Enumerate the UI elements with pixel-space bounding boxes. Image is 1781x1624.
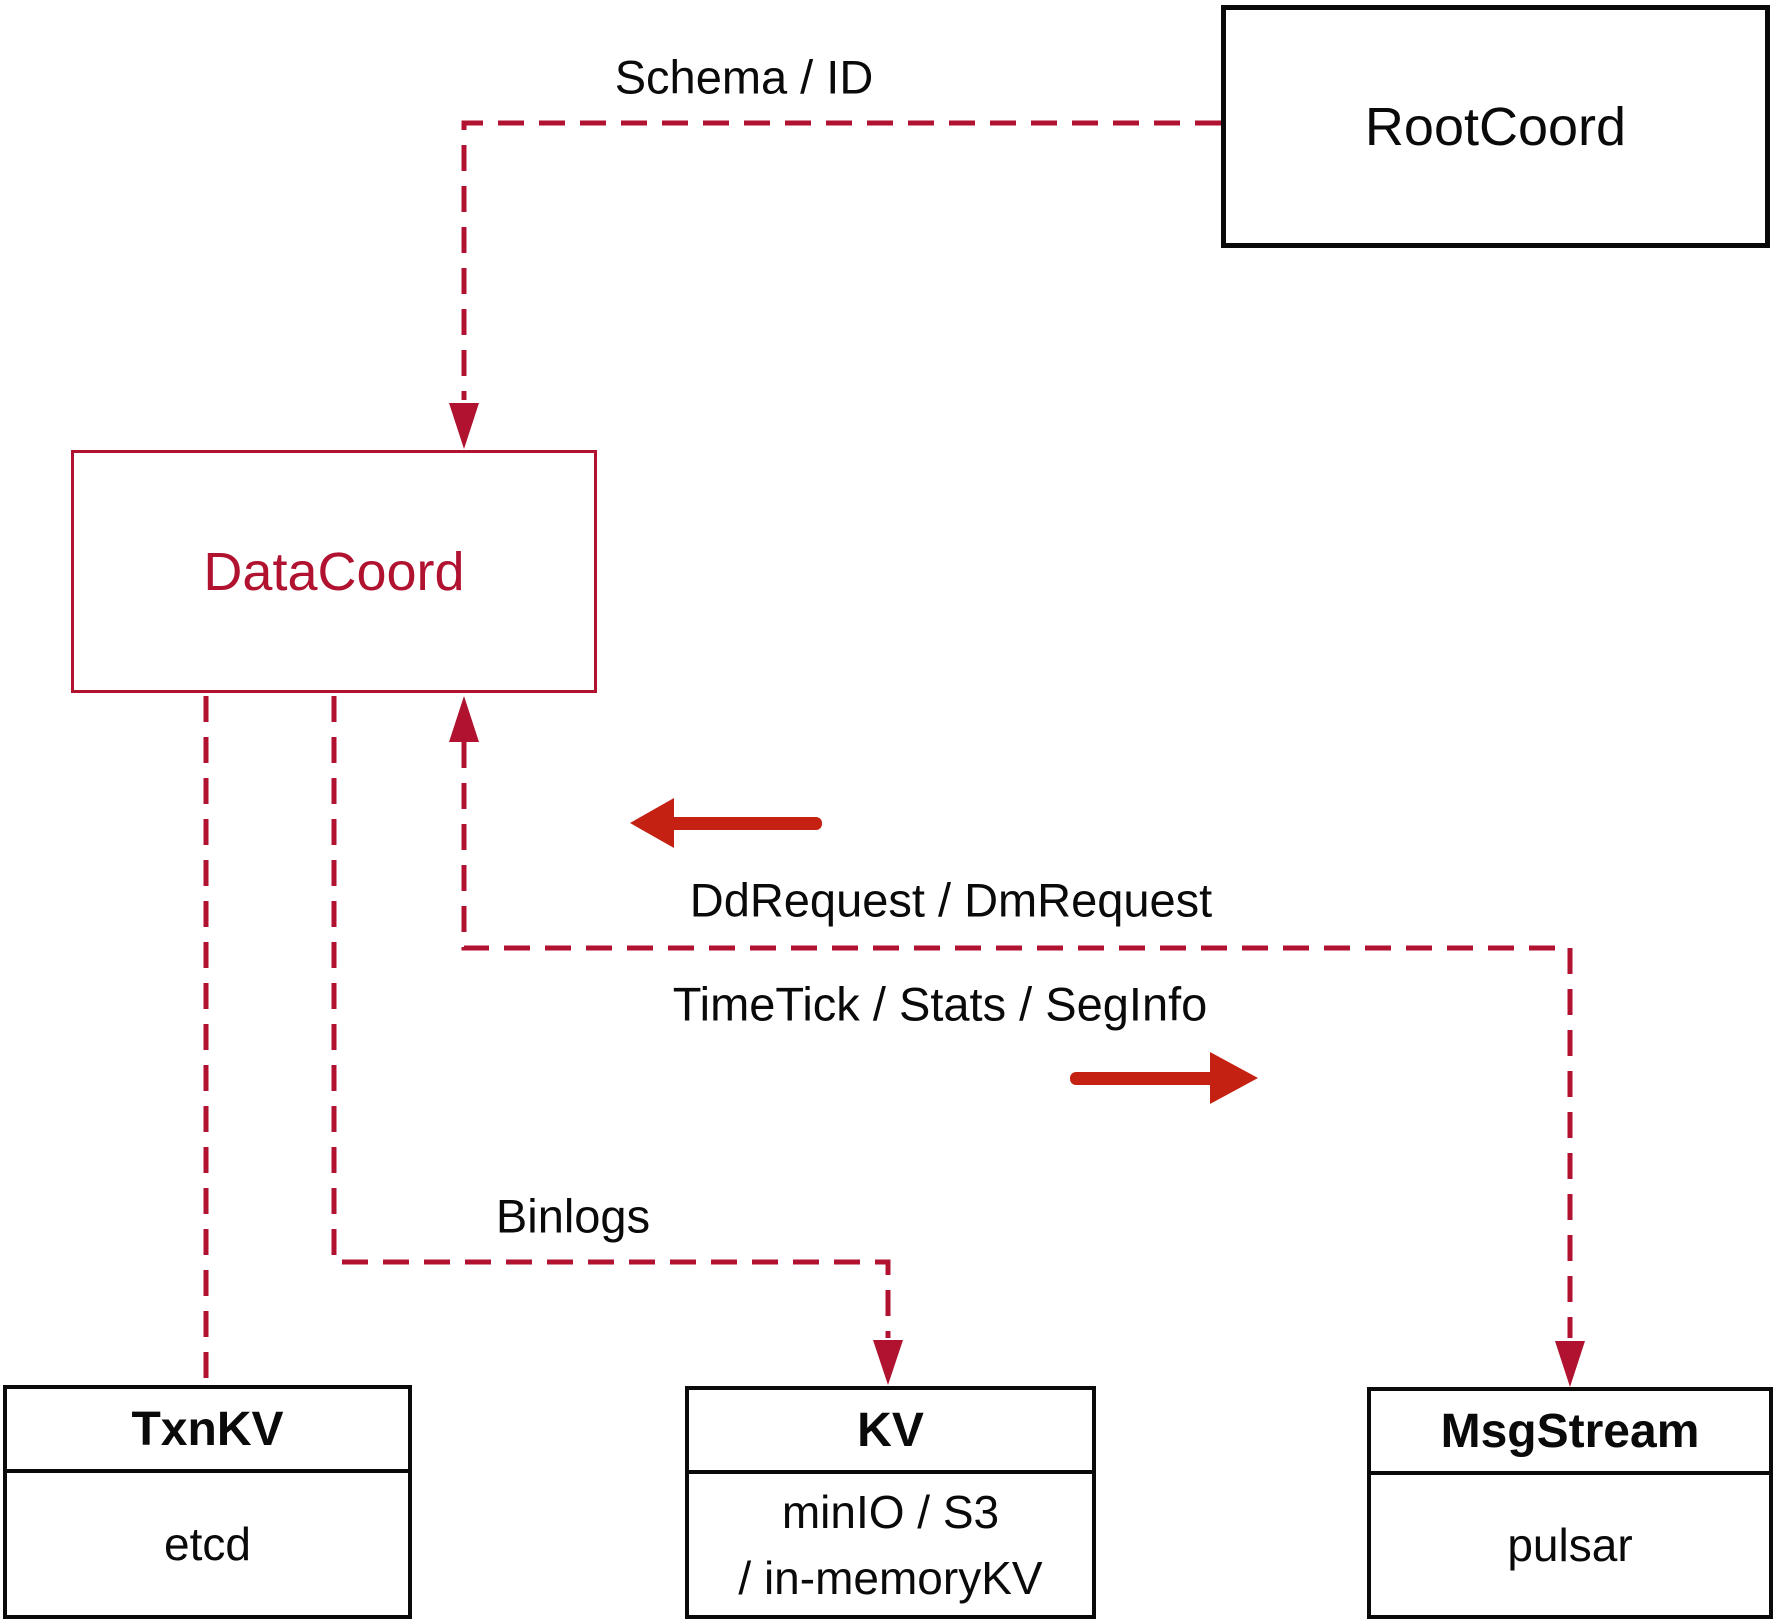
txnkv-node: TxnKV etcd: [3, 1385, 412, 1619]
msgstream-arrowhead-icon: [1555, 1341, 1585, 1387]
kv-node: KV minIO / S3 / in-memoryKV: [685, 1386, 1096, 1619]
ddrequest-edge-label: DdRequest / DmRequest: [689, 873, 1213, 927]
datacoord-node: DataCoord: [71, 450, 597, 693]
right-direction-arrow-icon: [1070, 1052, 1258, 1104]
binlogs-edge-label: Binlogs: [495, 1189, 651, 1243]
kv-body-line2: / in-memoryKV: [738, 1551, 1043, 1604]
kv-body-line1: minIO / S3: [781, 1485, 1000, 1538]
schema-id-edge: [461, 120, 1221, 400]
rootcoord-label: RootCoord: [1364, 96, 1627, 157]
msgstream-title: MsgStream: [1371, 1391, 1769, 1475]
msgstream-node: MsgStream pulsar: [1367, 1387, 1773, 1619]
rootcoord-node: RootCoord: [1221, 5, 1770, 248]
schema-id-arrowhead-icon: [449, 403, 479, 449]
msgstream-body: pulsar: [1507, 1519, 1633, 1571]
kv-title: KV: [689, 1390, 1092, 1474]
binlogs-edge: [331, 696, 891, 1338]
left-direction-arrow-icon: [630, 798, 822, 848]
txnkv-body: etcd: [164, 1518, 251, 1570]
ddrequest-msgstream-edge: [461, 742, 1573, 1338]
datacoord-up-arrowhead-icon: [449, 696, 479, 742]
txnkv-title: TxnKV: [7, 1389, 408, 1473]
timetick-edge-label: TimeTick / Stats / SegInfo: [672, 977, 1208, 1031]
datacoord-label: DataCoord: [203, 541, 465, 602]
schema-id-edge-label: Schema / ID: [614, 50, 874, 104]
kv-arrowhead-icon: [873, 1340, 903, 1385]
